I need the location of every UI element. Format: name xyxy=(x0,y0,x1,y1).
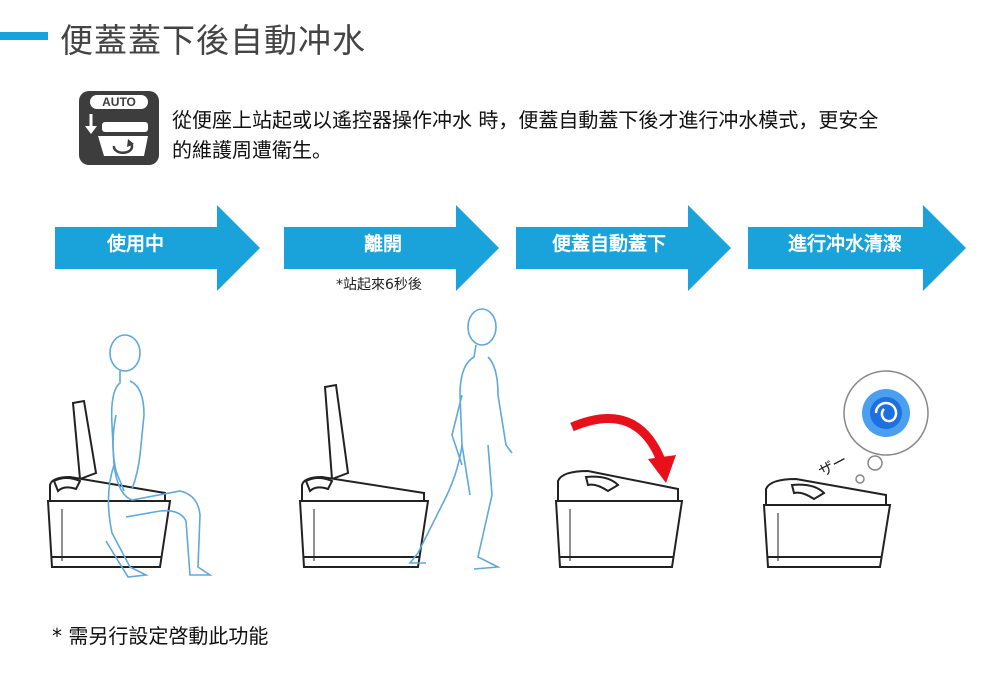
step-arrow-1 xyxy=(55,205,260,291)
toilet-illustration xyxy=(762,477,892,568)
auto-icon-label: AUTO xyxy=(102,95,136,109)
title-accent-bar xyxy=(0,32,48,40)
water-swirl-icon xyxy=(862,389,910,437)
person-seated-figure xyxy=(105,334,213,578)
feature-description: 從便座上站起或以遙控器操作冲水 時，便蓋自動蓋下後才進行冲水模式，更安全的維護周… xyxy=(172,108,879,162)
scene-in-use xyxy=(40,295,220,590)
step-label: 進行冲水清潔 xyxy=(788,233,903,255)
step-arrow-2 xyxy=(284,205,499,291)
step-label: 便蓋自動蓋下 xyxy=(552,233,667,255)
toilet-illustration xyxy=(46,399,172,568)
auto-flush-icon: AUTO xyxy=(78,90,160,166)
person-walking-figure xyxy=(408,308,513,570)
toilet-illustration xyxy=(298,383,430,568)
lid-closing-arrow xyxy=(570,414,676,483)
step-in-use: 使用中 xyxy=(55,205,260,291)
page-title: 便蓋蓋下後自動冲水 xyxy=(60,21,366,60)
footnote: * 需另行設定啓動此功能 xyxy=(52,624,269,648)
flush-sound-text: ザー xyxy=(815,451,850,481)
scene-leave xyxy=(292,295,522,590)
step-leave: 離開 *站起來6秒後 xyxy=(284,205,499,293)
step-label: 離開 xyxy=(364,233,403,255)
step-note: *站起來6秒後 xyxy=(336,277,422,293)
step-arrow-4 xyxy=(748,205,966,291)
step-label: 使用中 xyxy=(107,233,165,255)
scene-lid-closing xyxy=(548,295,698,590)
step-flush: 進行冲水清潔 xyxy=(748,205,966,291)
step-arrow-3 xyxy=(516,205,731,291)
toilet-illustration xyxy=(554,469,684,568)
scene-flushing: ザー xyxy=(756,295,956,590)
step-lid-closes: 便蓋自動蓋下 xyxy=(516,205,731,291)
